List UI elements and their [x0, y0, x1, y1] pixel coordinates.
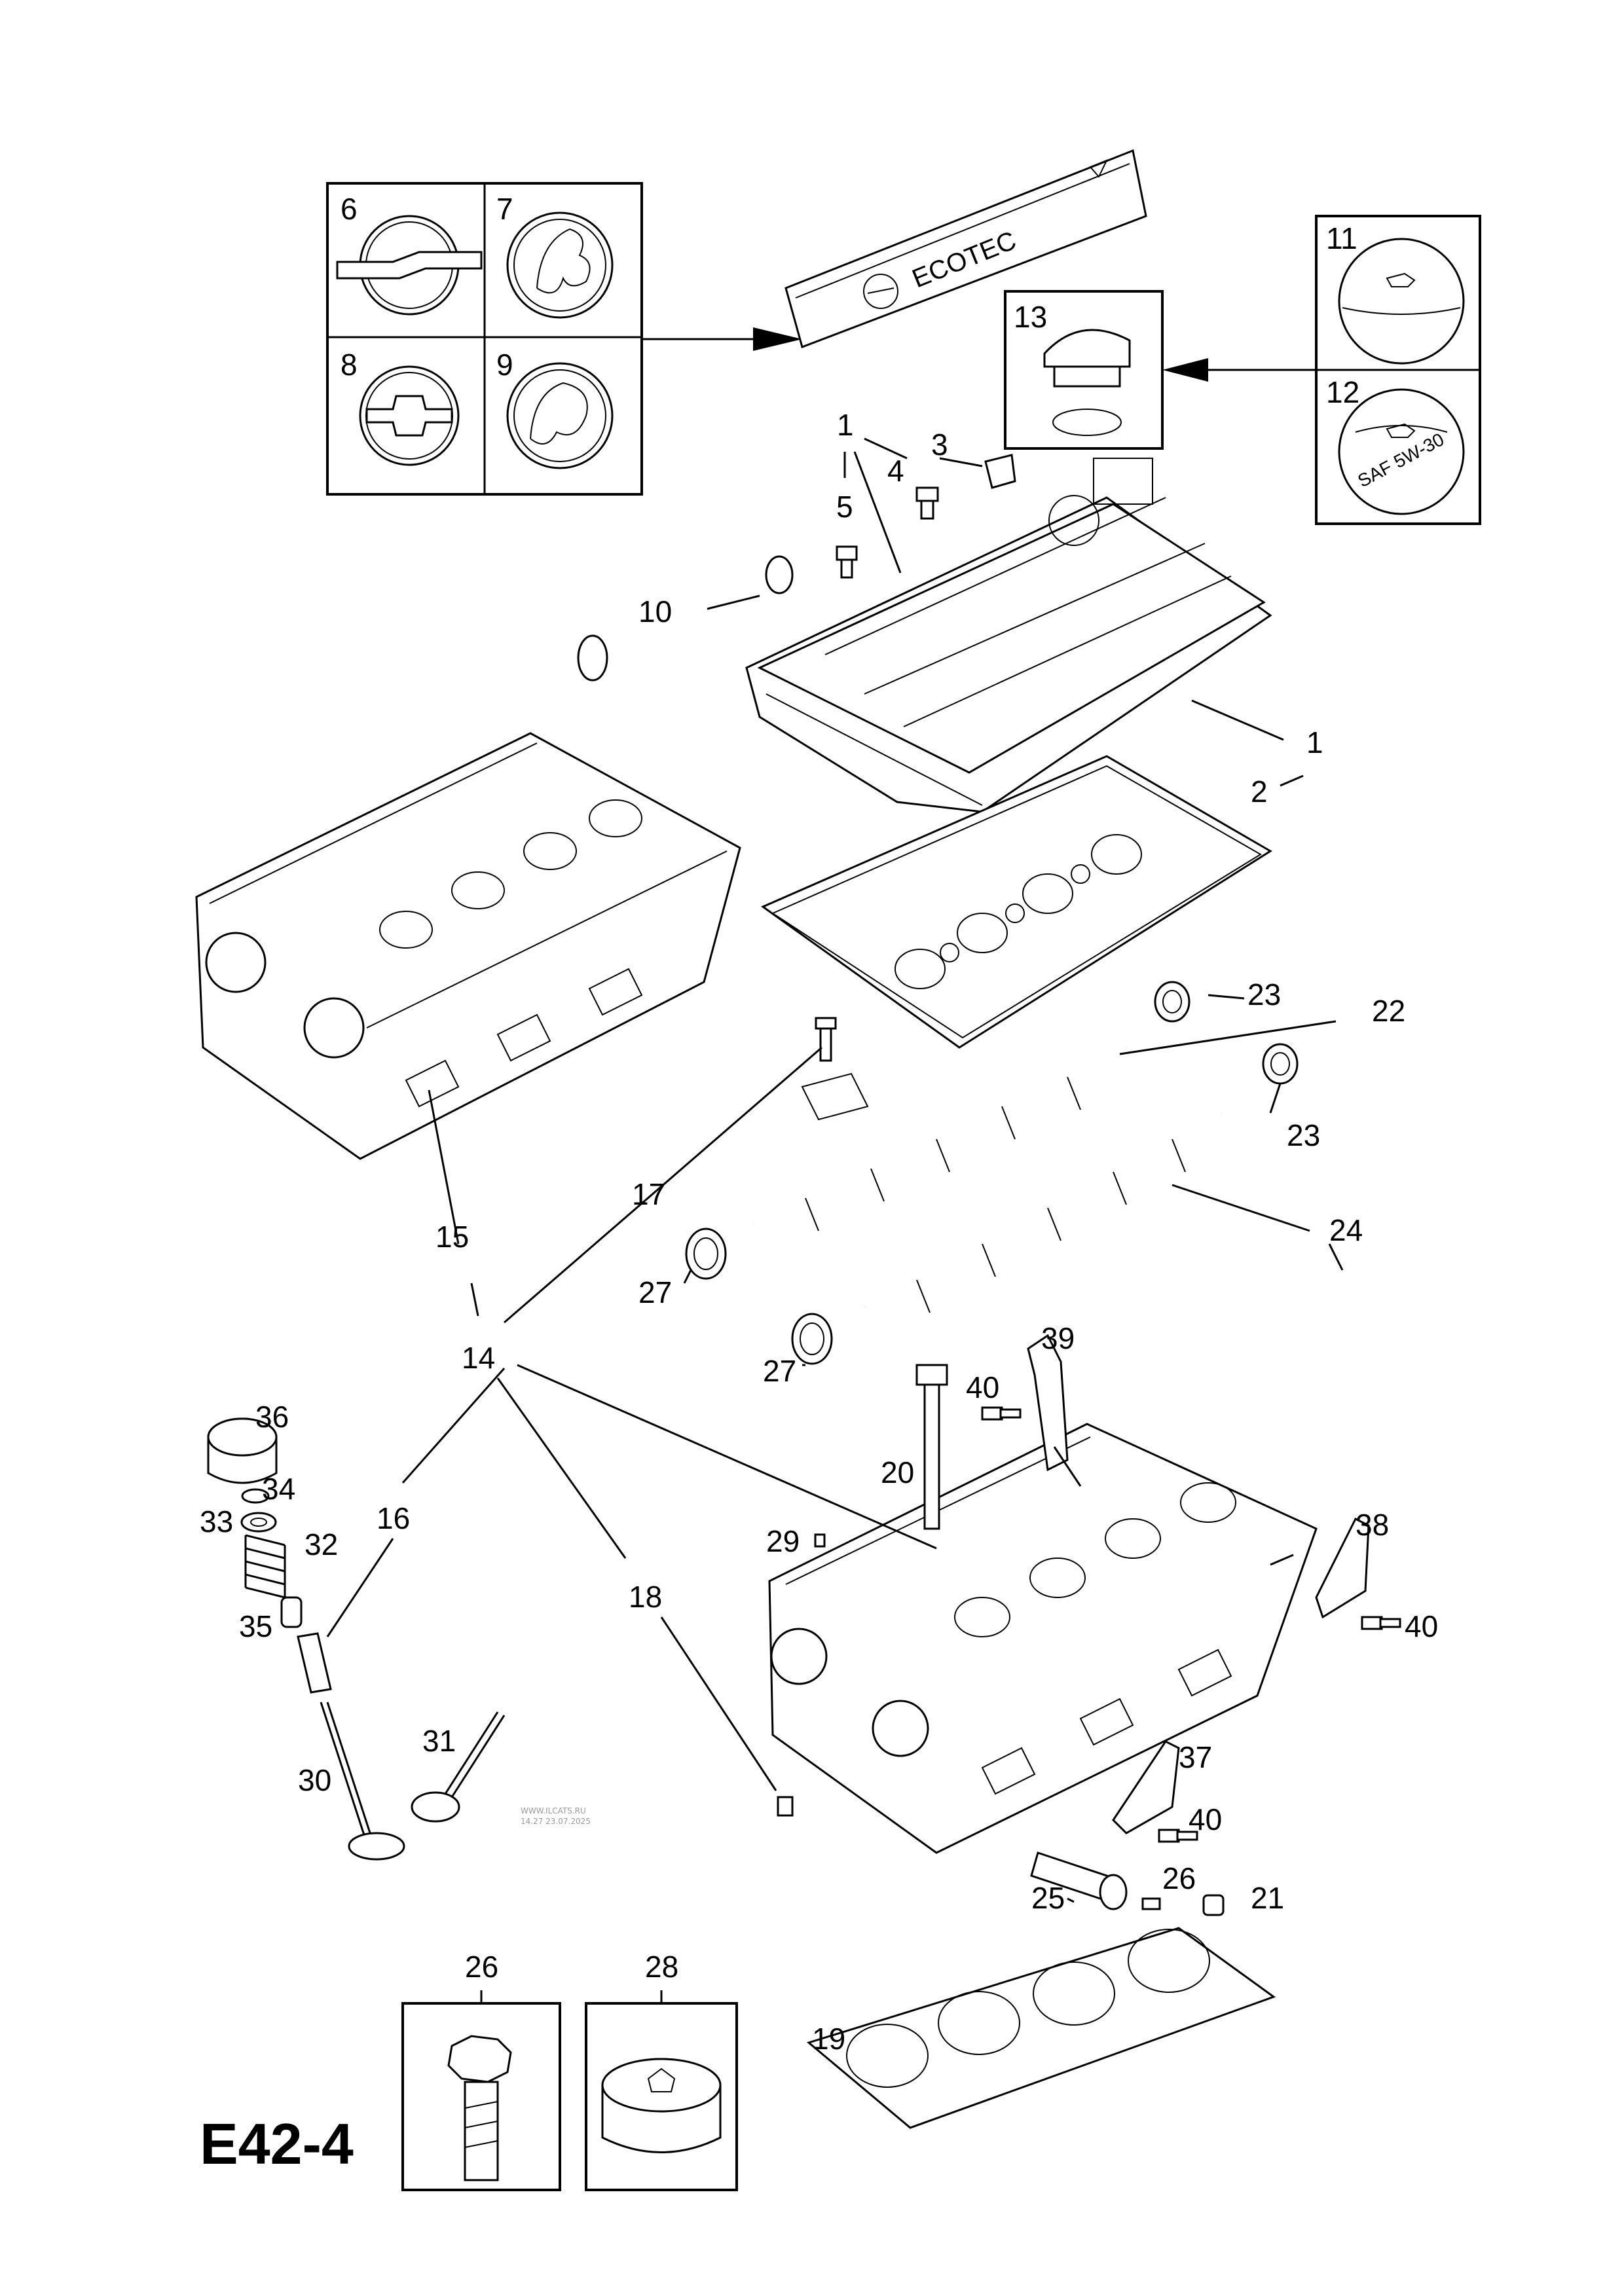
- callout-35: 35: [239, 1609, 272, 1643]
- engine-top-cover: ECOTEC: [784, 149, 1147, 348]
- callout-5: 5: [836, 490, 853, 524]
- camshaft-cover: [745, 458, 1272, 813]
- diagram-code: E42-4: [200, 2111, 354, 2176]
- callout-36: 36: [255, 1400, 289, 1434]
- bracket-39: [1027, 1334, 1069, 1472]
- exhaust-camshaft: [858, 1103, 1227, 1316]
- camshaft-seal-ring-2: [791, 1313, 833, 1365]
- cover-gasket: [760, 755, 1272, 1049]
- oil-control-valve: [1030, 1851, 1128, 1910]
- bolt-26: [1141, 1897, 1161, 1910]
- bracket-37: [1112, 1740, 1180, 1834]
- breather-hose: [577, 555, 794, 682]
- watermark-line-1: WWW.ILCATS.RU: [521, 1806, 586, 1815]
- camshaft-seal-lower: [1262, 1043, 1299, 1085]
- callout-6: 6: [341, 192, 358, 226]
- callout-22: 22: [1372, 994, 1405, 1028]
- cylinder-head-gasket: [806, 1927, 1276, 2129]
- callout-29: 29: [766, 1524, 800, 1558]
- plug-21: [1202, 1894, 1225, 1916]
- callout-16: 16: [377, 1501, 410, 1535]
- callout-8: 8: [341, 348, 358, 382]
- callout-17: 17: [632, 1177, 665, 1211]
- cylinder-head-bare: [195, 732, 741, 1160]
- callout-27-lower: 27: [763, 1354, 796, 1388]
- opel-emblem-icon: [336, 215, 483, 316]
- callout-11: 11: [1326, 221, 1357, 255]
- callout-33: 33: [200, 1504, 233, 1539]
- plug-18: [777, 1796, 794, 1817]
- callout-40-top: 40: [966, 1370, 999, 1404]
- callout-4: 4: [887, 454, 904, 488]
- oil-cap-variants-box: SAF 5W-30 11 12: [1315, 215, 1481, 525]
- callout-20: 20: [881, 1455, 914, 1489]
- oil-filler-cap-plain-icon: [1338, 238, 1465, 365]
- callout-30: 30: [298, 1763, 331, 1797]
- vauxhall-griffin-emblem-icon: [506, 211, 614, 319]
- valve-guide-16: [297, 1632, 332, 1694]
- callout-1-top: 1: [837, 408, 854, 442]
- callout-40-right: 40: [1405, 1609, 1438, 1643]
- bolt-40-top: [981, 1406, 1022, 1421]
- callout-21: 21: [1251, 1881, 1284, 1915]
- cylinder-head-assembly: [768, 1423, 1318, 1854]
- callout-18: 18: [629, 1580, 662, 1614]
- callout-37: 37: [1179, 1740, 1212, 1774]
- grommet-3: [984, 454, 1016, 489]
- exhaust-valve-31: [411, 1711, 506, 1823]
- callout-27-upper: 27: [638, 1275, 672, 1309]
- callout-1-right: 1: [1306, 725, 1323, 759]
- valve-stem-seal-35: [280, 1596, 303, 1628]
- callout-31: 31: [422, 1724, 456, 1758]
- bolt-detail-box-26: [401, 2002, 561, 2191]
- callout-32: 32: [304, 1527, 338, 1561]
- callout-34: 34: [262, 1472, 295, 1506]
- intake-camshaft: [748, 1037, 1132, 1235]
- callout-25: 25: [1031, 1881, 1065, 1915]
- valve-spring-32: [244, 1534, 286, 1599]
- callout-12: 12: [1326, 375, 1359, 409]
- callout-2: 2: [1251, 774, 1268, 809]
- callout-9: 9: [496, 348, 513, 382]
- bolt-40-lower: [1158, 1829, 1198, 1843]
- intake-valve-30: [320, 1702, 405, 1861]
- emblem-variants-box: 6 7 8 9: [326, 182, 643, 496]
- bolt-40-right: [1361, 1616, 1401, 1630]
- callout-24: 24: [1329, 1213, 1363, 1247]
- callout-39: 39: [1041, 1321, 1075, 1355]
- bracket-38: [1315, 1517, 1370, 1619]
- spring-retainer-33: [240, 1512, 277, 1533]
- callout-14: 14: [462, 1341, 495, 1375]
- watermark-line-2: 14.27 23.07.2025: [521, 1817, 591, 1826]
- camshaft-seal-ring-1: [685, 1228, 727, 1280]
- cylinder-head-bolt: [915, 1364, 948, 1530]
- callout-23-lower: 23: [1287, 1118, 1320, 1152]
- chevrolet-bowtie-emblem-icon: [359, 365, 460, 466]
- callout-38: 38: [1356, 1508, 1389, 1542]
- callout-10: 10: [638, 594, 672, 629]
- callout-15: 15: [435, 1220, 469, 1254]
- callout-19: 19: [812, 2022, 845, 2056]
- valve-tappet-36: [207, 1417, 278, 1484]
- cover-bolt-small-4: [915, 486, 939, 520]
- camshaft-seal-upper: [1154, 981, 1190, 1023]
- plug-detail-box-28: [585, 2002, 738, 2191]
- plug-29: [814, 1533, 826, 1548]
- holden-lion-emblem-icon: [506, 362, 614, 469]
- callout-28: 28: [645, 1950, 678, 1984]
- callout-3: 3: [931, 428, 948, 462]
- oil-filler-cap-box: 13: [1004, 290, 1164, 450]
- leader-lines: [326, 437, 1344, 2003]
- cover-bolt-5: [836, 545, 858, 579]
- callout-23-upper: 23: [1247, 977, 1281, 1011]
- callout-7: 7: [496, 192, 513, 226]
- camshaft-bearing-cap: [801, 1017, 869, 1121]
- valve-keeper-34: [241, 1488, 270, 1504]
- oil-filler-cap-saf-icon: SAF 5W-30: [1338, 388, 1465, 515]
- callout-26-assembly: 26: [1162, 1861, 1196, 1895]
- callout-40-lower: 40: [1189, 1802, 1222, 1836]
- callout-13: 13: [1014, 300, 1047, 334]
- callout-26-box: 26: [465, 1950, 498, 1984]
